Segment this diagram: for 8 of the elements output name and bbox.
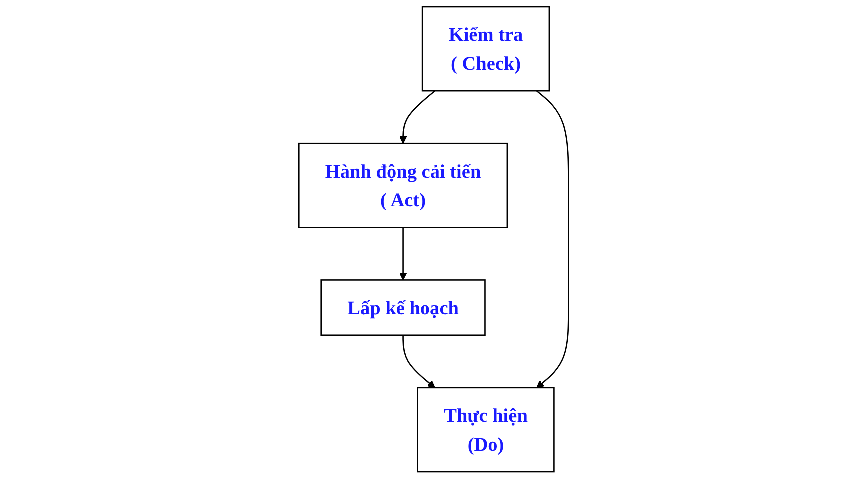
node-box: Kiểm tra ( Check): [422, 6, 550, 92]
arrow: [400, 90, 436, 144]
arrow: [400, 228, 408, 281]
node-box: Hành động cải tiến ( Act): [298, 142, 508, 228]
node-box: Thực hiện (Do): [417, 387, 555, 473]
arrow: [402, 335, 436, 388]
node-box: Lấp kế hoạch: [320, 280, 486, 336]
arrow: [536, 90, 570, 388]
